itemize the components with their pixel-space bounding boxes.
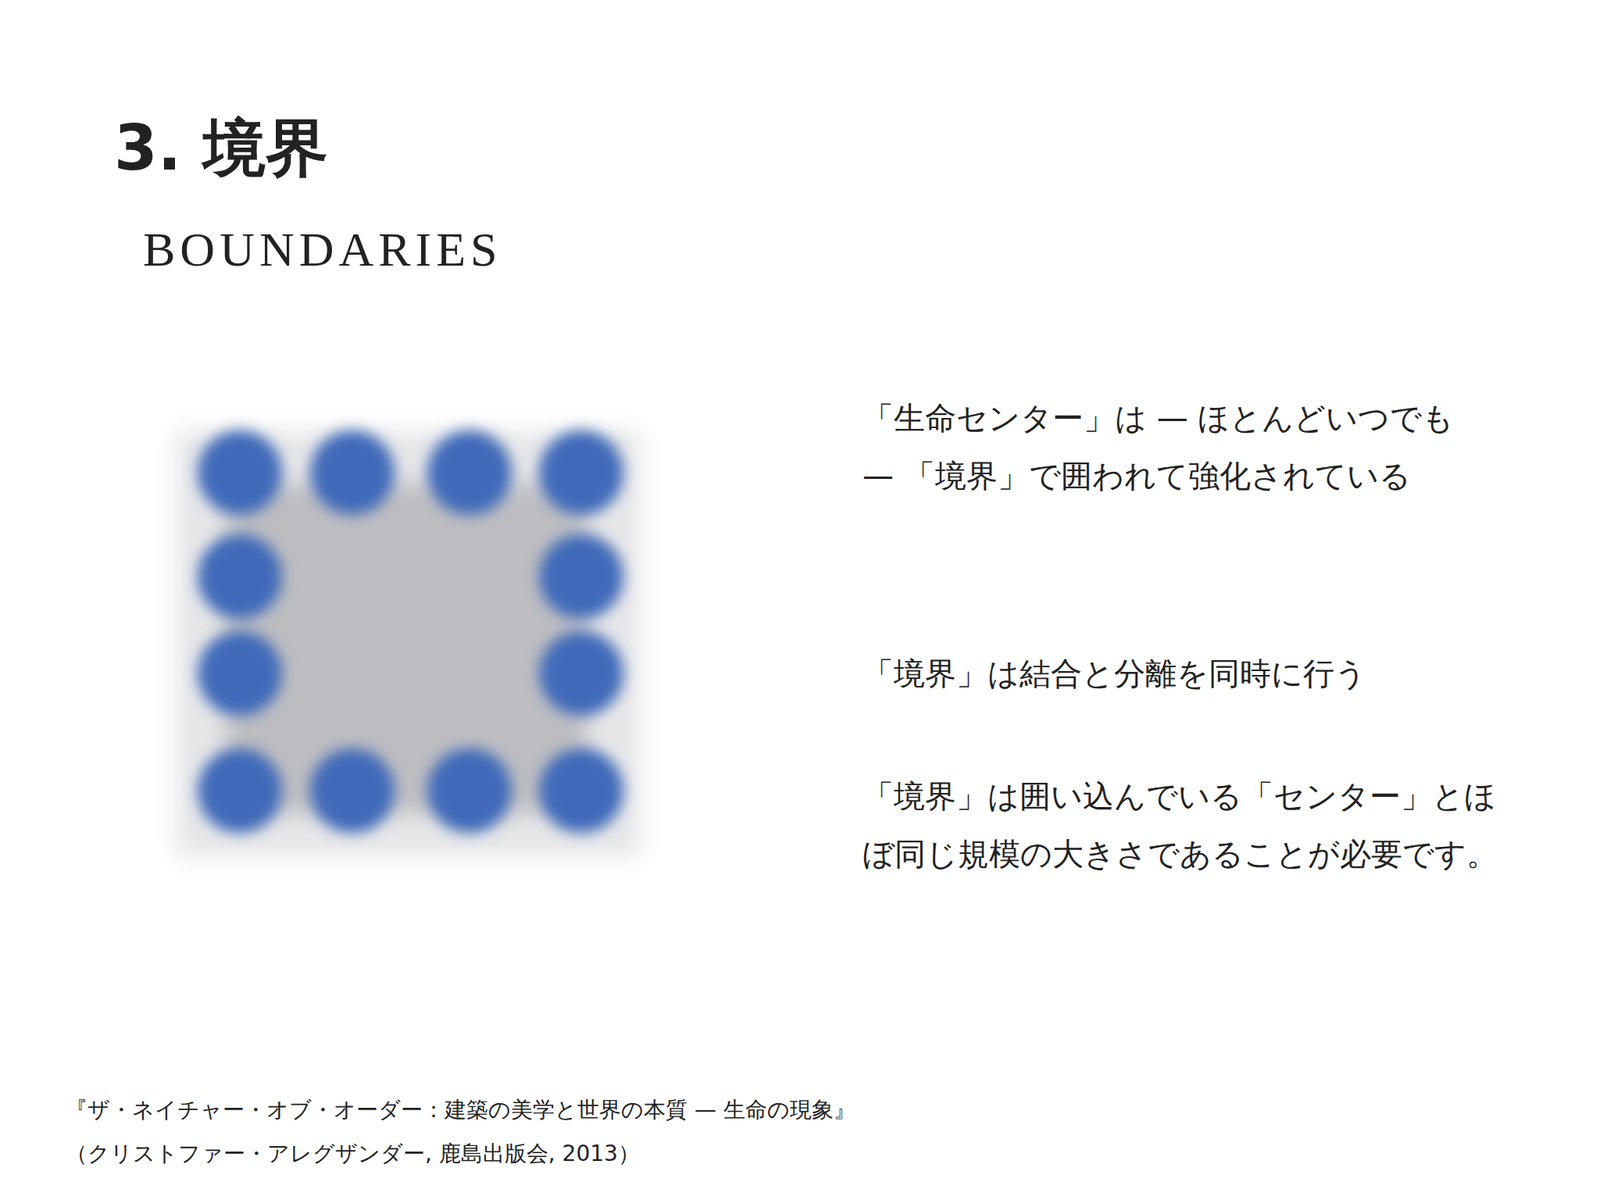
boundary-dot	[427, 430, 512, 515]
boundary-dot	[310, 430, 395, 515]
english-subtitle: BOUNDARIES	[142, 225, 503, 274]
boundary-dot	[539, 534, 624, 619]
boundary-dot	[197, 534, 283, 619]
boundary-dot	[539, 748, 624, 833]
center-square	[226, 484, 586, 813]
body-text: 「境界」は結合と分離を同時に行う	[862, 644, 1488, 703]
boundary-dot	[539, 631, 624, 716]
body-text: 「生命センター」は — ほとんどいつでも — 「境界」で囲われて強化されている	[862, 389, 1488, 505]
boundary-dot	[310, 748, 395, 833]
slide-title: 3. 境界	[114, 117, 329, 180]
boundary-dot	[197, 748, 283, 833]
source-citation: （クリストファー・アレグザンダー, 鹿島出版会, 2013）	[65, 1140, 640, 1168]
boundary-dot	[197, 631, 283, 716]
boundary-dot	[427, 748, 512, 833]
boundary-dot	[539, 430, 624, 515]
body-text: 「境界」は囲い込んでいる「センター」とほぼ同じ規模の大きさであることが必要です。	[862, 767, 1511, 883]
outer-halo	[175, 431, 641, 858]
source-citation: 『ザ・ネイチャー・オブ・オーダー：建築の美学と世界の本質 — 生命の現象』	[65, 1096, 856, 1124]
boundary-dot	[197, 430, 283, 515]
boundary-dots	[197, 430, 624, 833]
